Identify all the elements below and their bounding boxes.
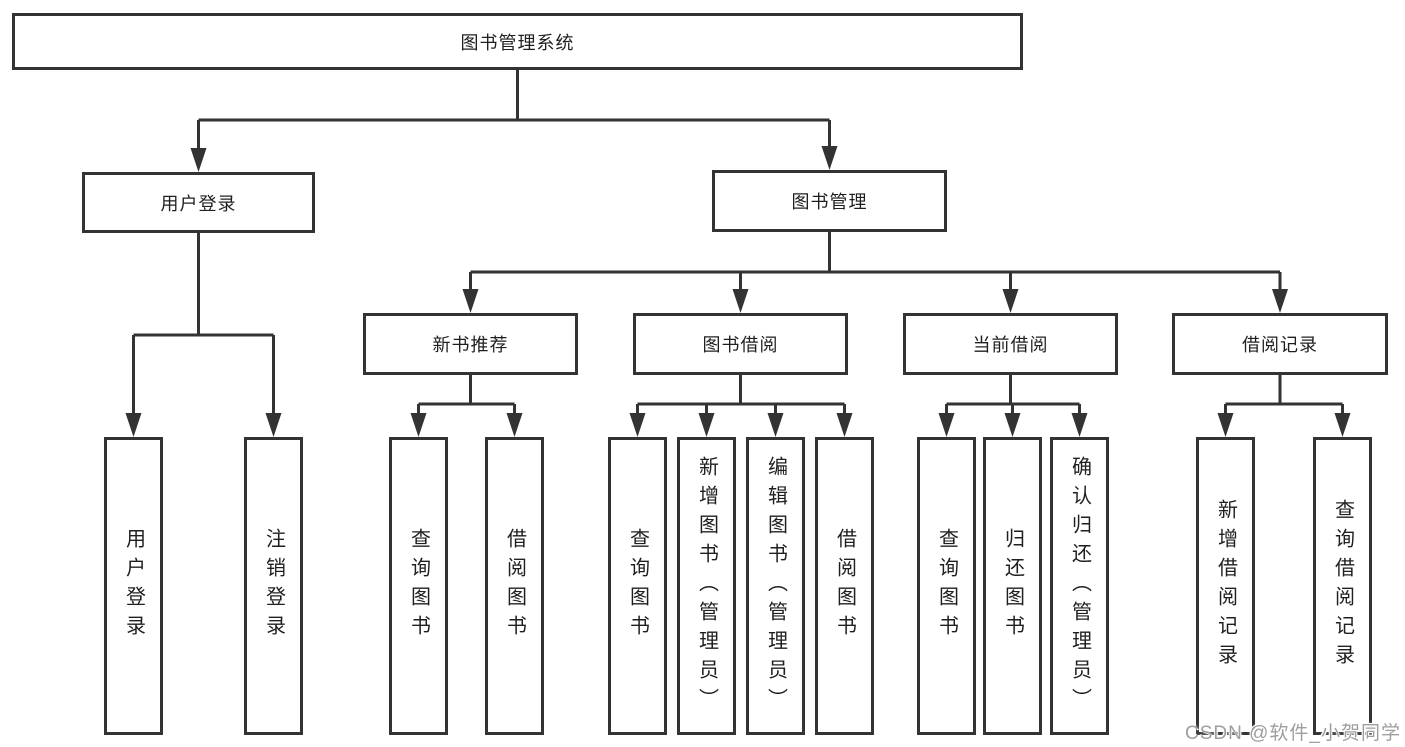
node-label: 查询图书 xyxy=(626,528,649,644)
node-label: 新增图书（管理员） xyxy=(695,455,718,717)
node-label: 注销登录 xyxy=(262,528,285,644)
node-book-mgmt: 图书管理 xyxy=(712,170,947,232)
node-label: 新书推荐 xyxy=(432,335,509,355)
node-bb-edit-book-admin: 编辑图书（管理员） xyxy=(746,437,805,735)
node-book-borrow: 图书借阅 xyxy=(633,313,848,375)
connector-book-mgmt xyxy=(469,232,1282,293)
node-cb-query-book: 查询图书 xyxy=(917,437,976,735)
connector-borrow-record xyxy=(1224,375,1344,417)
node-cb-return-book: 归还图书 xyxy=(983,437,1042,735)
node-br-add-record: 新增借阅记录 xyxy=(1196,437,1255,735)
node-label: 图书管理系统 xyxy=(460,32,575,53)
connector-book-borrow xyxy=(636,375,846,417)
node-rec-query-book: 查询图书 xyxy=(389,437,448,735)
arrowheads-current-borrow xyxy=(938,413,1088,437)
arrowheads-new-book-rec xyxy=(410,413,523,437)
node-label: 借阅图书 xyxy=(833,528,856,644)
connector-new-book-rec xyxy=(417,375,516,417)
arrowheads-borrow-record xyxy=(1217,413,1351,437)
node-br-query-record: 查询借阅记录 xyxy=(1313,437,1372,735)
node-borrow-record: 借阅记录 xyxy=(1172,313,1388,375)
node-label: 借阅图书 xyxy=(503,528,526,644)
node-label: 用户登录 xyxy=(160,193,237,214)
node-label: 图书管理 xyxy=(791,192,868,212)
node-cb-confirm-return-admin: 确认归还（管理员） xyxy=(1050,437,1109,735)
node-current-borrow: 当前借阅 xyxy=(903,313,1118,375)
node-label: 查询图书 xyxy=(935,528,958,644)
arrowheads-book-mgmt xyxy=(462,289,1288,313)
node-logout: 注销登录 xyxy=(244,437,303,735)
node-bb-query-book: 查询图书 xyxy=(608,437,667,735)
node-label: 当前借阅 xyxy=(972,335,1049,355)
node-label: 确认归还（管理员） xyxy=(1068,455,1091,717)
node-label: 用户登录 xyxy=(122,528,145,644)
node-label: 新增借阅记录 xyxy=(1214,499,1237,673)
node-user-login: 用户登录 xyxy=(82,172,315,233)
node-label: 编辑图书（管理员） xyxy=(764,455,787,717)
node-label: 归还图书 xyxy=(1001,528,1024,644)
node-rec-borrow-book: 借阅图书 xyxy=(485,437,544,735)
node-login: 用户登录 xyxy=(104,437,163,735)
node-label: 借阅记录 xyxy=(1242,335,1318,355)
node-bb-add-book-admin: 新增图书（管理员） xyxy=(677,437,736,735)
node-new-book-rec: 新书推荐 xyxy=(363,313,578,375)
arrowheads-user-login xyxy=(125,413,282,437)
connector-current-borrow xyxy=(945,375,1081,417)
node-label: 查询图书 xyxy=(407,528,430,644)
connector-user-login xyxy=(132,233,275,417)
node-root: 图书管理系统 xyxy=(12,13,1023,70)
arrowheads-book-borrow xyxy=(629,413,853,437)
node-label: 查询借阅记录 xyxy=(1331,499,1354,673)
node-bb-borrow-book: 借阅图书 xyxy=(815,437,874,735)
csdn-watermark: CSDN @软件_小贺同学 xyxy=(1185,723,1401,744)
connector-root xyxy=(197,70,831,152)
arrowheads-root xyxy=(190,146,838,172)
node-label: 图书借阅 xyxy=(702,335,779,355)
